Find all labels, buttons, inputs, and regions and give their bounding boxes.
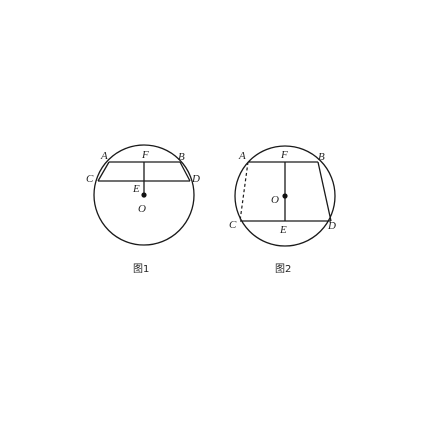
fig1-segment-bd: [179, 161, 191, 182]
fig1-label-f: F: [141, 149, 149, 161]
fig1-label-a: A: [100, 150, 108, 162]
fig2-label-a: A: [238, 150, 246, 162]
fig2-label-f: F: [280, 149, 288, 161]
fig1-center-dot: [141, 192, 147, 198]
fig1-label-e: E: [132, 183, 140, 195]
figure-1: A F B C D E O 图1: [86, 144, 200, 275]
fig1-label-o: O: [138, 203, 146, 215]
fig1-segment-ac: [97, 161, 110, 182]
fig2-segment-ad-dashed: [239, 161, 249, 222]
fig1-caption: 图1: [133, 263, 149, 275]
fig1-label-b: B: [178, 151, 185, 163]
fig1-circle: [93, 144, 195, 246]
fig1-label-c: C: [86, 173, 94, 185]
fig2-label-o: O: [271, 194, 279, 206]
fig2-label-b: B: [318, 151, 325, 163]
fig2-circle: [234, 145, 336, 247]
fig2-label-d: D: [327, 220, 336, 232]
fig2-caption: 图2: [275, 263, 291, 275]
fig2-center-dot: [282, 193, 288, 199]
fig2-label-e: E: [279, 224, 287, 236]
fig2-label-c: C: [229, 219, 237, 231]
fig2-segment-bd: [317, 161, 332, 222]
fig1-label-d: D: [191, 173, 200, 185]
figure-2: A F B O C E D 图2: [229, 145, 336, 275]
